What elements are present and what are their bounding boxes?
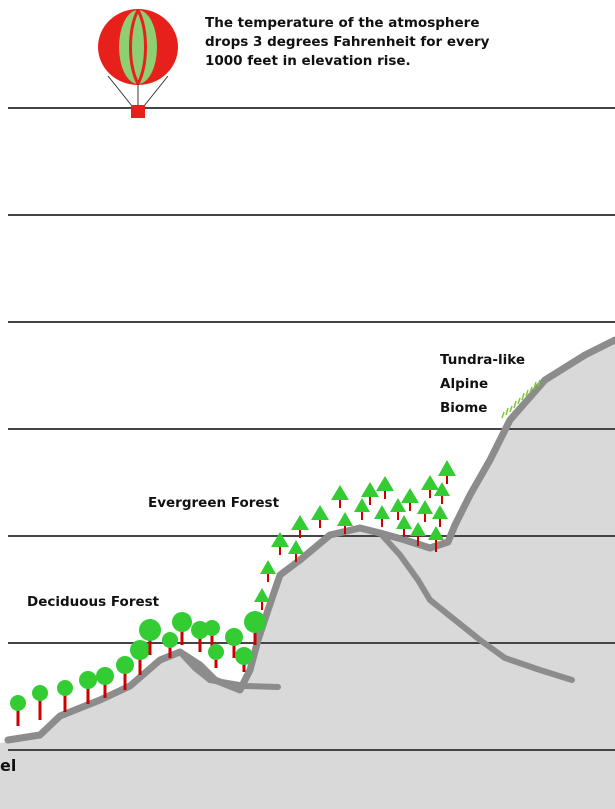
evergreen-tree-icon (337, 512, 353, 534)
deciduous-tree-icon (10, 695, 26, 726)
deciduous-tree-icon (225, 628, 243, 658)
caption-line-2: drops 3 degrees Fahrenheit for every (205, 34, 490, 50)
hot-air-balloon-icon (98, 9, 178, 118)
deciduous-tree-icon (116, 656, 134, 690)
tundra-label-line-1: Tundra-like (440, 352, 526, 368)
tundra-label-line-3: Biome (440, 400, 488, 416)
evergreen-tree-icon (432, 505, 448, 527)
caption-line-1: The temperature of the atmosphere (205, 15, 480, 31)
evergreen-forest-trees (254, 460, 456, 610)
deciduous-tree-icon (162, 632, 178, 658)
evergreen-tree-icon (438, 460, 456, 484)
caption-text: The temperature of the atmosphere drops … (205, 14, 605, 71)
evergreen-tree-icon (390, 498, 406, 520)
evergreen-tree-icon (311, 505, 329, 528)
deciduous-forest-trees (10, 611, 266, 726)
alpine-grass-icon (501, 379, 541, 419)
evergreen-forest-label: Evergreen Forest (148, 495, 280, 511)
deciduous-tree-icon (172, 612, 192, 645)
evergreen-tree-icon (260, 560, 276, 582)
evergreen-tree-icon (410, 522, 426, 546)
deciduous-tree-icon (130, 640, 150, 675)
deciduous-tree-icon (139, 619, 161, 655)
tundra-label-line-2: Alpine (440, 376, 489, 392)
evergreen-tree-icon (288, 540, 304, 562)
deciduous-tree-icon (96, 667, 114, 698)
deciduous-tree-icon (235, 647, 253, 672)
evergreen-tree-icon (428, 526, 444, 552)
evergreen-tree-icon (401, 488, 419, 511)
evergreen-tree-icon (434, 482, 450, 504)
deciduous-tree-icon (244, 611, 266, 645)
mountain-ground (0, 340, 615, 809)
elevation-lines (8, 107, 615, 751)
evergreen-tree-icon (291, 515, 309, 538)
caption-line-3: 1000 feet in elevation rise. (205, 53, 411, 69)
deciduous-forest-label: Deciduous Forest (27, 594, 160, 610)
evergreen-tree-icon (331, 485, 349, 508)
evergreen-tree-icon (396, 515, 412, 537)
evergreen-tree-icon (254, 588, 270, 610)
evergreen-tree-icon (361, 482, 379, 505)
evergreen-tree-icon (354, 498, 370, 520)
evergreen-tree-icon (271, 532, 289, 555)
deciduous-tree-icon (208, 644, 224, 668)
inner-ridge (377, 530, 575, 683)
tundra-biome-label: Tundra-like Alpine Biome (440, 348, 525, 420)
foothill-ridge (177, 649, 281, 690)
deciduous-tree-icon (32, 685, 48, 720)
mountain-ridge (4, 336, 615, 744)
sea-level-label-fragment: el (0, 756, 17, 775)
evergreen-tree-icon (376, 476, 394, 499)
evergreen-tree-icon (374, 505, 390, 527)
evergreen-tree-icon (417, 500, 433, 522)
evergreen-tree-icon (421, 475, 439, 498)
deciduous-tree-icon (79, 671, 97, 704)
deciduous-tree-icon (57, 680, 73, 712)
